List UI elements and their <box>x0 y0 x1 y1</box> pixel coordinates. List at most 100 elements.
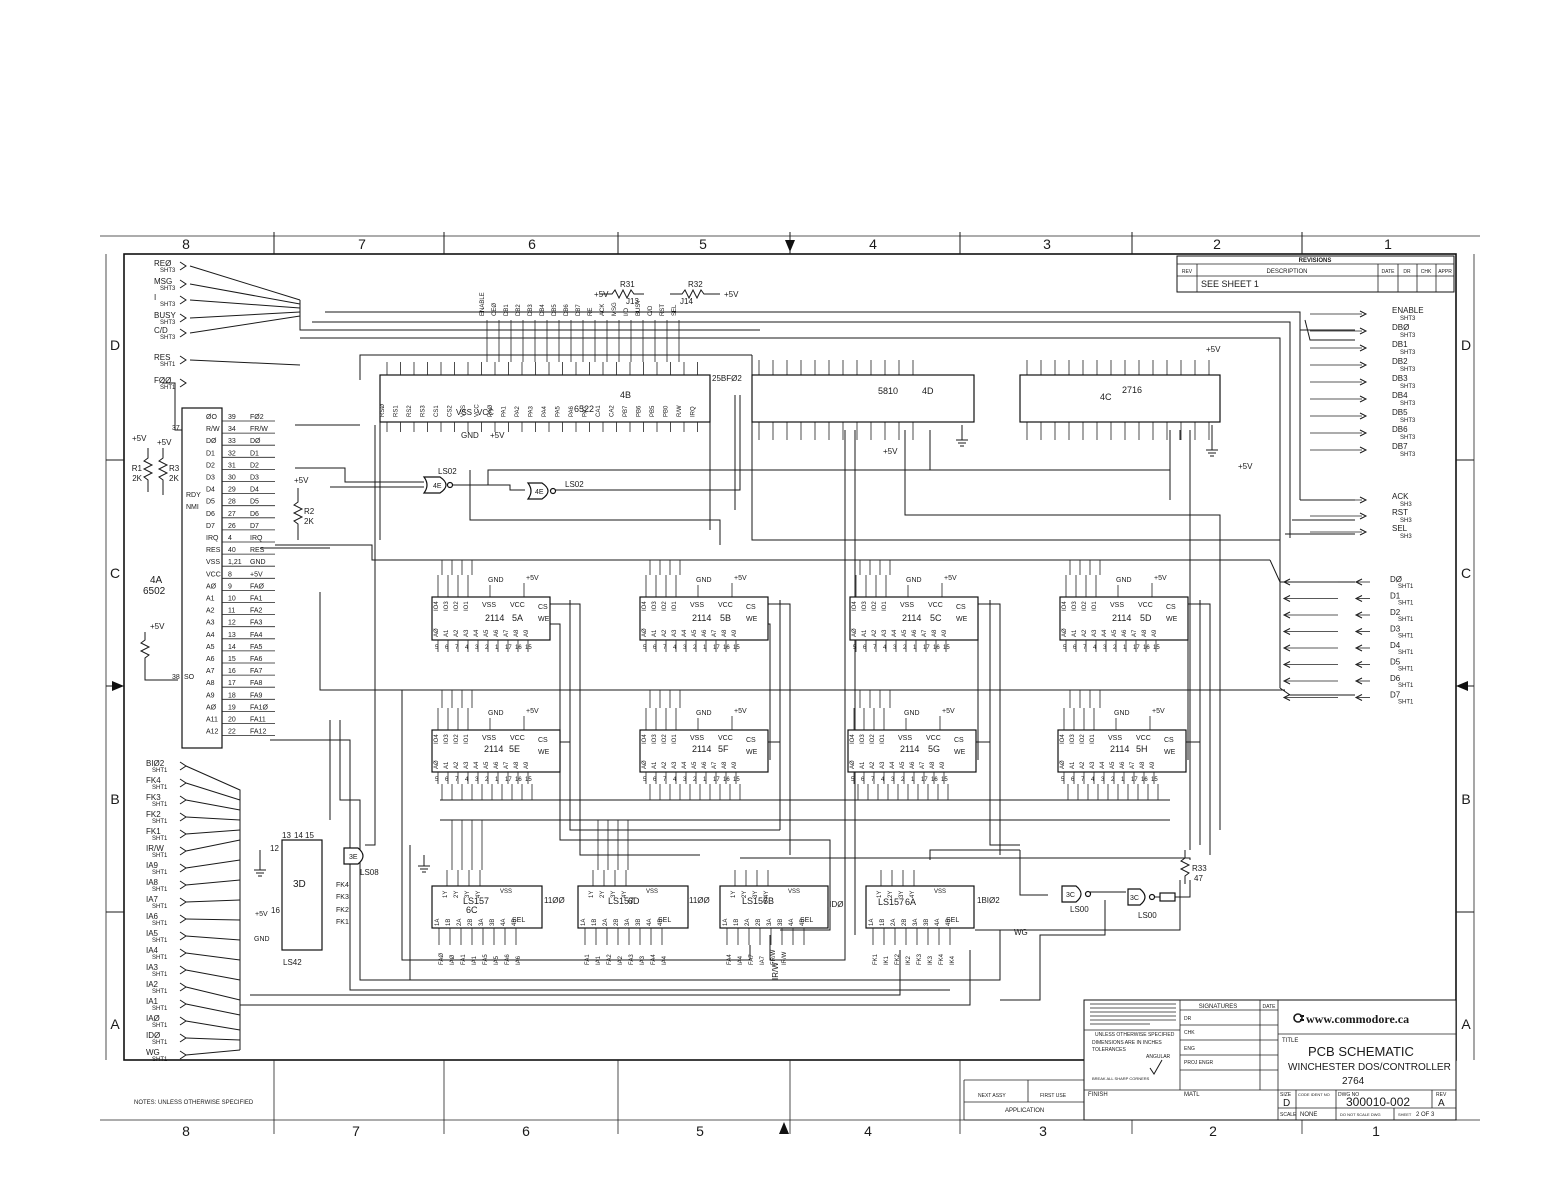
ram-cs-label: CS <box>746 604 756 611</box>
connector-arrow-icon <box>179 795 187 805</box>
mux-input-net: IA2 <box>618 955 624 965</box>
ram-pin-name: A7 <box>920 761 926 769</box>
ram-pin-name: A5 <box>692 629 698 637</box>
mux-input-net: FR/W <box>771 949 777 965</box>
left-input-net: IDØ <box>146 1031 160 1040</box>
ram-pin-name: A7 <box>712 761 718 769</box>
left-input-net: FK3 <box>146 793 161 802</box>
connector-arrow-icon <box>179 829 187 839</box>
so-plus5v: +5V <box>150 622 165 631</box>
revisions-header: DR <box>1403 269 1411 275</box>
title-dwg-no: 300010-002 <box>1346 1095 1410 1109</box>
ram-pin-name: IO2 <box>1082 601 1088 611</box>
chip-part: 2114 <box>692 744 711 754</box>
ram-pin-number: 2 <box>901 777 905 783</box>
gate-3c-ls00-a: 3C LS00 <box>1061 885 1092 914</box>
right-input-net: D7 <box>1390 691 1401 700</box>
commodore-logo-icon <box>1293 1013 1304 1023</box>
row-label: C <box>1461 565 1471 581</box>
right-input-sheet: SHT1 <box>1398 700 1414 706</box>
ram-pin-number: 5 <box>1061 777 1065 783</box>
left-input-sheet: SHT1 <box>152 904 168 910</box>
mux-vss-label: VSS <box>788 889 800 895</box>
connector-arrow-icon <box>179 1050 187 1060</box>
ram-pin-number: 2 <box>693 645 697 651</box>
mux-input-net: FA6 <box>505 954 511 965</box>
ram-pin-name: A1 <box>862 629 868 637</box>
ram-plus5v-label: +5V <box>1152 708 1165 715</box>
cpu-net-label: DØ <box>250 438 261 445</box>
chip-part: LS157 <box>463 896 489 906</box>
mux-pin-name: 4Y <box>622 891 628 898</box>
cpu-pin-name: A11 <box>206 717 218 724</box>
ram-pin-number: 3 <box>1103 645 1107 651</box>
connector-arrow-icon <box>179 313 187 323</box>
ram-pin-name: A7 <box>1130 761 1136 769</box>
revisions-header: DATE <box>1382 269 1396 275</box>
title-scale: NONE <box>1300 1112 1317 1118</box>
decoder-pin: 14 <box>294 831 303 840</box>
chip-ref: 4D <box>922 386 934 396</box>
ram-pin-name: IO4 <box>434 601 440 611</box>
ram-pin-name: IO4 <box>852 601 858 611</box>
ram-pin-name: AØ <box>850 760 856 769</box>
ram-pin-name: IO4 <box>1060 734 1066 744</box>
title-sig-row: DR <box>1184 1016 1192 1022</box>
mux-input-net: FA2 <box>607 954 613 965</box>
connector-arrow-icon <box>179 863 187 873</box>
left-input-net: IA2 <box>146 980 159 989</box>
via-pin-name: PB0 <box>664 405 670 417</box>
resistor-r2 <box>292 488 304 540</box>
cpu-pin-number: 9 <box>228 583 232 590</box>
chip-ref: 4B <box>620 390 631 400</box>
cpu-pin-number: 38 <box>172 674 180 681</box>
title-date: DATE <box>1263 1004 1277 1010</box>
cpu-pin-number: 12 <box>228 620 236 627</box>
ram-pin-number: 5 <box>643 777 647 783</box>
right-input-net: D4 <box>1390 641 1401 650</box>
mux-input-net: FA4 <box>727 954 733 965</box>
ram-pin-name: A7 <box>922 629 928 637</box>
via-pin-name: PB5 <box>650 405 656 417</box>
mux-input-net: IK3 <box>928 955 934 965</box>
connector-arrow-icon <box>1359 496 1368 504</box>
chip-ref: 4C <box>1100 392 1112 402</box>
resistor-ref: R2 <box>304 507 315 516</box>
cpu-net-label: FA7 <box>250 668 263 675</box>
ram-pin-name: A1 <box>1072 629 1078 637</box>
r32-plus5v: +5V <box>724 290 739 299</box>
mux-input-net: FK1 <box>873 953 879 965</box>
cpu-net-label: D2 <box>250 462 259 469</box>
row-label: B <box>1461 791 1470 807</box>
title-sig-row: CHK <box>1184 1030 1195 1036</box>
ram-pin-name: A5 <box>1110 761 1116 769</box>
revisions-frame <box>1176 255 1455 293</box>
mux-pin-name: 1Y <box>589 891 595 898</box>
ram-pin-number: 15 <box>733 645 740 651</box>
ram-pin-number: 1 <box>911 777 915 783</box>
title-scale-label: SCALE <box>1280 1112 1297 1118</box>
via-pin-name: PA3 <box>529 405 535 417</box>
ram-pin-name: A1 <box>1070 761 1076 769</box>
right-output-net: DB1 <box>1392 340 1408 349</box>
row-label: A <box>1461 1016 1471 1032</box>
cpu-pin-number: 28 <box>228 499 236 506</box>
chip-4a-6502: 4A 6502 <box>143 407 223 749</box>
zone-label: 1 <box>1384 236 1392 252</box>
zone-labels-bottom: 8 7 6 5 4 3 2 1 <box>182 1123 1380 1139</box>
via-net-name: DB1 <box>504 304 510 316</box>
right-output-sheet: SH3 <box>1400 502 1412 508</box>
chip-part: 2114 <box>1112 613 1131 623</box>
gate-ref: 4E <box>535 489 544 496</box>
zone-label: 2 <box>1213 236 1221 252</box>
left-input-net: IA7 <box>146 895 159 904</box>
left-input-sheet: SHT1 <box>160 385 176 391</box>
left-input-sheet: SHT1 <box>152 1023 168 1029</box>
ram-plus5v-label: +5V <box>942 708 955 715</box>
cpu-pin-name: A4 <box>206 632 215 639</box>
via-net-name: BUSY <box>636 300 642 316</box>
mux-pin-name: 1B <box>880 919 886 926</box>
left-input-sheet: SHT1 <box>152 768 168 774</box>
rom-plus5v: +5V <box>1206 345 1221 354</box>
ram-pin-number: 6 <box>1073 645 1077 651</box>
